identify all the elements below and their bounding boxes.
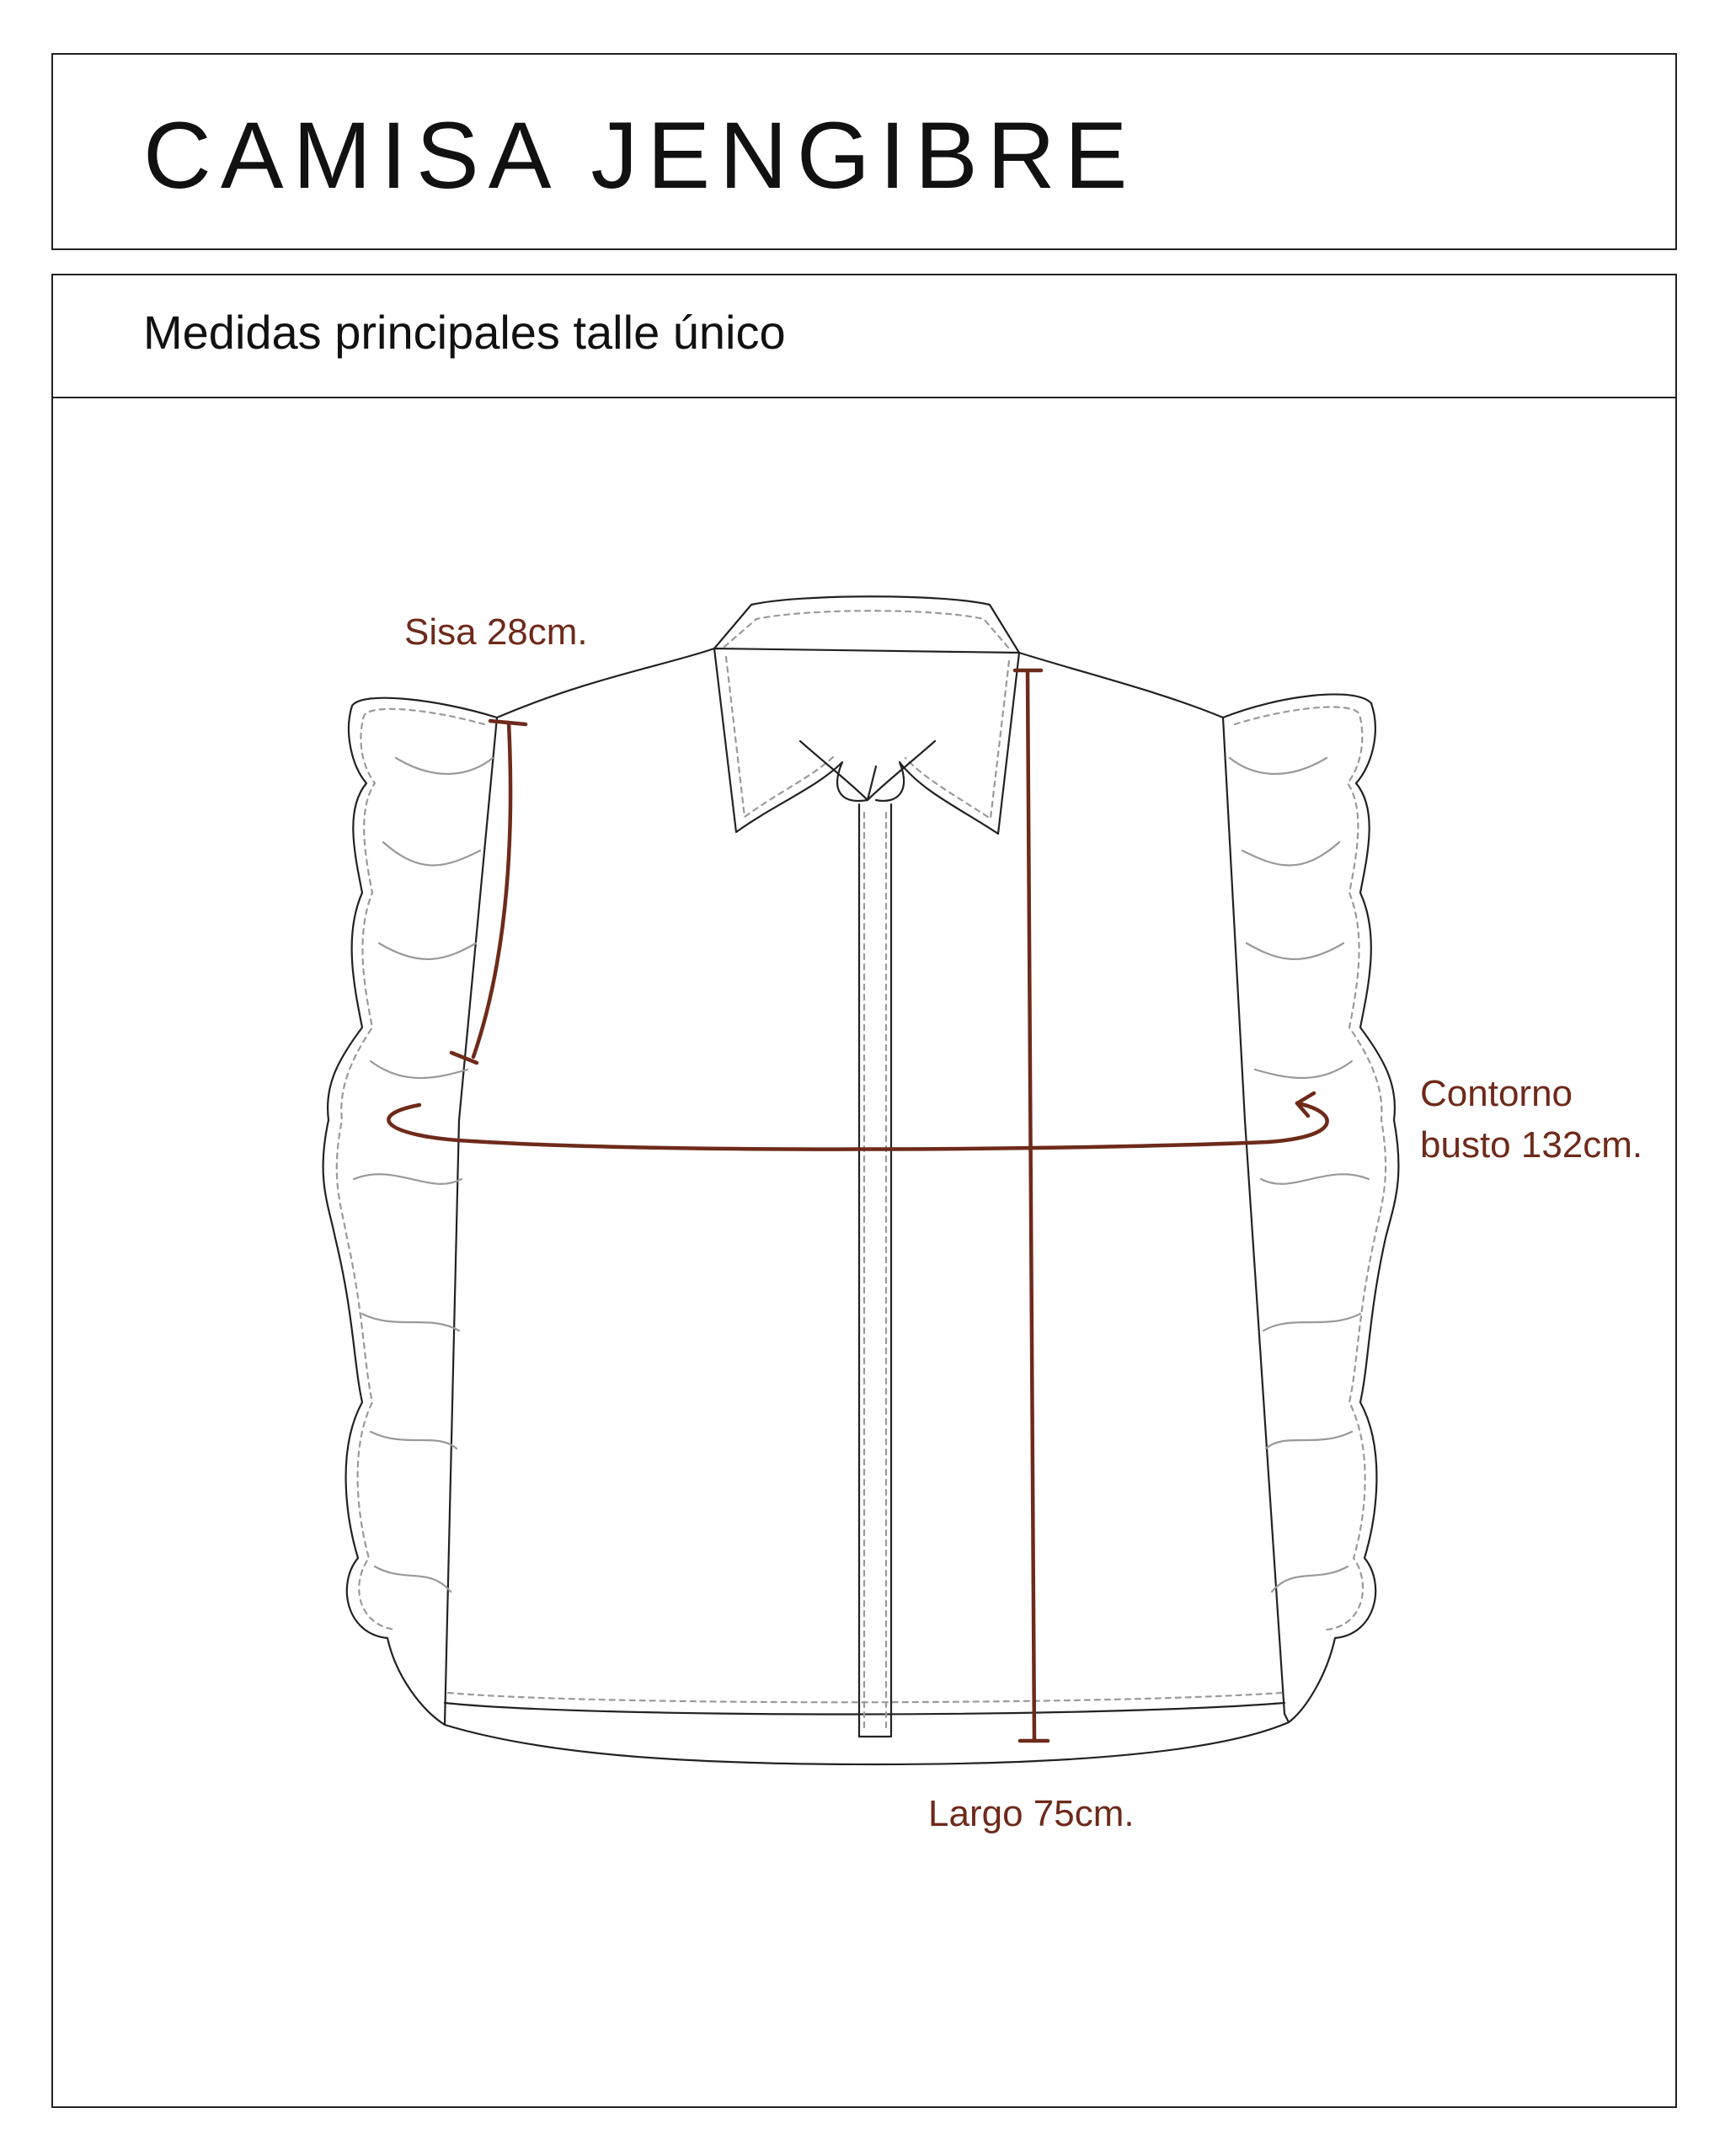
- shirt-body-outline: [443, 647, 1290, 1766]
- right-ruffle-sleeve: [1221, 693, 1400, 1724]
- collar-left: [713, 647, 878, 834]
- length-label: Largo 75cm.: [928, 1793, 1135, 1834]
- length-measure-line: [1025, 668, 1037, 1743]
- hem-stitch: [446, 1691, 1284, 1704]
- product-title: CAMISA JENGIBRE: [143, 103, 1137, 208]
- armhole-label: Sisa 28cm.: [404, 611, 588, 653]
- bust-label-line2: busto 132cm.: [1420, 1124, 1642, 1166]
- hem-line: [443, 1701, 1286, 1716]
- collar-stand: [713, 595, 1021, 654]
- section-subtitle: Medidas principales talle único: [143, 306, 786, 359]
- title-frame: CAMISA JENGIBRE: [51, 53, 1677, 250]
- bust-measure-line: [387, 1101, 1329, 1151]
- button-placket: [857, 803, 893, 1738]
- armhole-measure-line: [471, 720, 513, 1059]
- collar-right: [874, 651, 1021, 835]
- left-ruffle-sleeve: [322, 696, 499, 1726]
- subtitle-bar: Medidas principales talle único: [53, 275, 1675, 398]
- bust-label-line1: Contorno: [1420, 1073, 1573, 1114]
- collar-stand-stitch: [723, 610, 1011, 650]
